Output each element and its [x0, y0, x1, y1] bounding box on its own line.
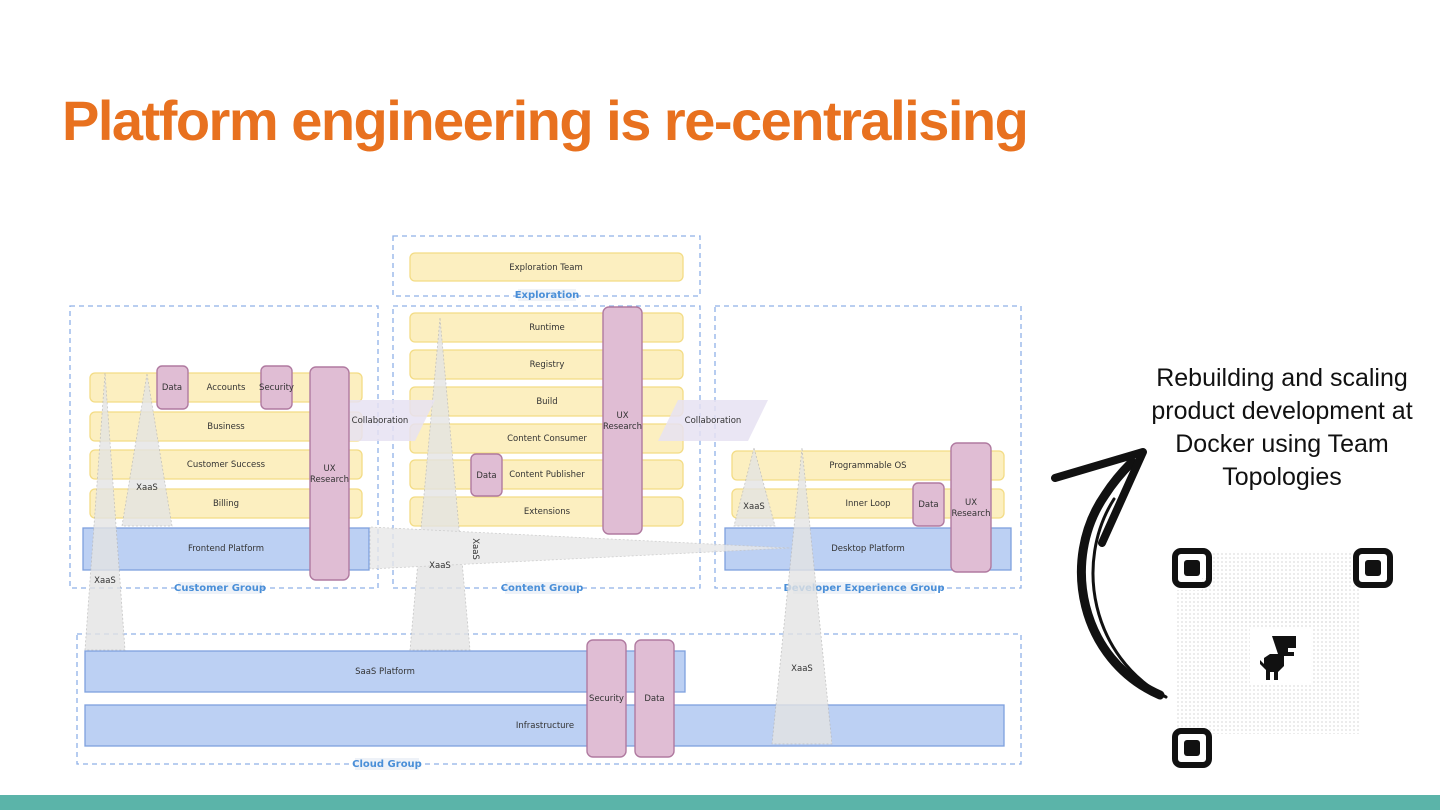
- enabling-security-customer: Security: [259, 383, 294, 393]
- enabling-data-cloud: Data: [644, 694, 664, 704]
- enabling-teams: Data Security UX Research UX Research Da…: [156, 306, 992, 758]
- enabling-data-customer: Data: [162, 383, 182, 393]
- devex-group: Developer Experience Group: [714, 305, 1022, 594]
- collaboration-interactions: Collaboration Collaboration: [325, 400, 768, 441]
- cloud-group: Cloud Group: [76, 633, 1022, 770]
- collaboration-label-content-devex: Collaboration: [685, 416, 742, 426]
- customer-group: Customer Group: [69, 305, 379, 594]
- stream-team-programmable-os: Programmable OS: [829, 461, 906, 471]
- enabling-ux-research-content-l2: Research: [603, 422, 642, 432]
- xaas-interactions: [84, 317, 833, 745]
- enabling-ux-research-devex-l2: Research: [952, 509, 991, 519]
- stream-team-extensions: Extensions: [524, 507, 571, 517]
- content-group-label: Content Group: [501, 583, 584, 594]
- arrow-icon: [1051, 448, 1168, 700]
- enabling-ux-research-content-l1: UX: [616, 411, 628, 421]
- stream-team-content-publisher: Content Publisher: [509, 470, 585, 480]
- side-note-text: Rebuilding and scaling product developme…: [1151, 364, 1413, 491]
- xaas-label-devex-platform: XaaS: [743, 502, 765, 512]
- stream-team-inner-loop: Inner Loop: [845, 499, 890, 509]
- frontend-platform-label: Frontend Platform: [188, 544, 264, 554]
- enabling-ux-research-customer-l1: UX: [323, 464, 335, 474]
- enabling-data-content: Data: [476, 471, 496, 481]
- enabling-security-cloud: Security: [589, 694, 624, 704]
- stream-team-customer-success: Customer Success: [187, 460, 266, 470]
- exploration-team-label: Exploration Team: [509, 263, 583, 273]
- xaas-label-content-desktop: XaaS: [470, 538, 480, 560]
- enabling-data-devex: Data: [918, 500, 938, 510]
- collaboration-label-customer-content: Collaboration: [352, 416, 409, 426]
- xaas-label-devex-cloud: XaaS: [791, 664, 813, 674]
- devex-group-label: Developer Experience Group: [784, 583, 945, 594]
- enabling-ux-research-devex-l1: UX: [965, 498, 977, 508]
- enabling-ux-research-customer-l2: Research: [310, 475, 349, 485]
- stream-team-runtime: Runtime: [529, 323, 565, 333]
- stream-team-build: Build: [536, 397, 557, 407]
- stream-team-billing: Billing: [213, 499, 239, 509]
- content-group: Content Group: [392, 305, 701, 594]
- exploration-group-label: Exploration: [515, 290, 580, 301]
- xaas-labels: XaaS XaaS XaaS XaaS XaaS XaaS: [94, 483, 813, 674]
- cloud-group-label: Cloud Group: [352, 759, 422, 770]
- saas-platform: SaaS Platform: [84, 650, 686, 693]
- qr-code-icon: [1172, 548, 1393, 768]
- xaas-label-customer-cloud: XaaS: [94, 576, 116, 586]
- footer-bar: [0, 795, 1440, 810]
- exploration-team: Exploration Team: [409, 252, 684, 282]
- exploration-group: Exploration: [392, 235, 701, 301]
- stream-team-content-consumer: Content Consumer: [507, 434, 587, 444]
- slide-title: Platform engineering is re-centralising: [62, 89, 1029, 152]
- customer-group-label: Customer Group: [174, 583, 266, 594]
- infrastructure-platform: Infrastructure: [84, 704, 1005, 747]
- stream-team-registry: Registry: [530, 360, 565, 370]
- xaas-label-content-cloud: XaaS: [429, 561, 451, 571]
- saas-platform-label: SaaS Platform: [355, 667, 415, 677]
- stream-team-business: Business: [207, 422, 245, 432]
- xaas-label-customer-platform: XaaS: [136, 483, 158, 493]
- infrastructure-platform-label: Infrastructure: [516, 721, 574, 731]
- desktop-platform-label: Desktop Platform: [831, 544, 905, 554]
- stream-team-accounts: Accounts: [207, 383, 246, 393]
